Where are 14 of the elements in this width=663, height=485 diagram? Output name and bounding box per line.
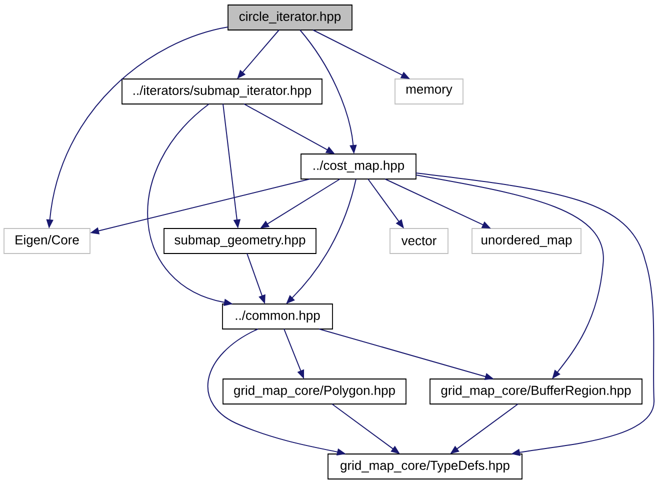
file-box: ../iterators/submap_iterator.hpp — [122, 78, 322, 104]
file-box: Eigen/Core — [4, 228, 90, 254]
arrow — [416, 172, 654, 456]
file-box: unordered_map — [472, 228, 582, 254]
file-box: ../cost_map.hpp — [300, 154, 416, 180]
file-box: memory — [394, 78, 464, 104]
file-box: grid_map_core/Polygon.hpp — [222, 378, 406, 404]
file-box: grid_map_core/TypeDefs.hpp — [328, 454, 522, 480]
file-box: ../common.hpp — [222, 304, 333, 330]
arrow — [286, 178, 356, 304]
file-box: grid_map_core/BufferRegion.hpp — [430, 378, 642, 404]
file-box: circle_iterator.hpp — [228, 4, 352, 30]
file-box: vector — [390, 228, 448, 254]
file-box: submap_geometry.hpp — [164, 228, 316, 254]
